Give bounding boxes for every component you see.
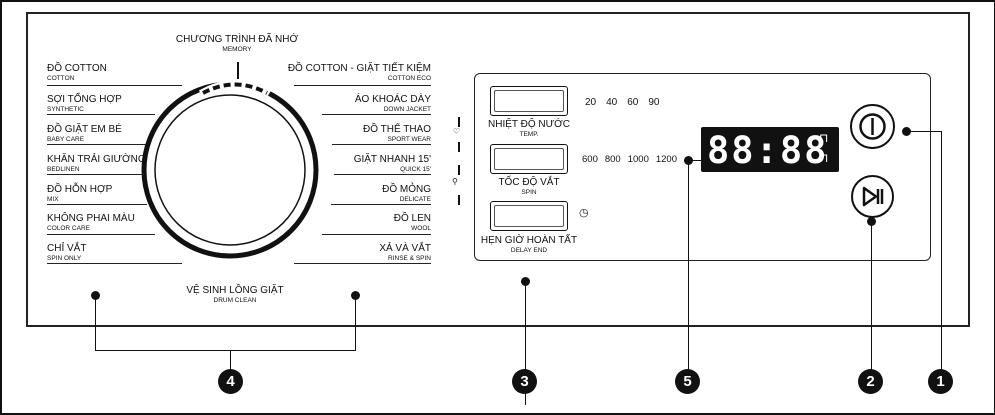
heart-icon: ♡ xyxy=(453,127,461,136)
spin-option: 600 xyxy=(582,154,598,165)
indicator-mark xyxy=(458,117,460,127)
power-icon xyxy=(859,113,886,140)
drum-clean-label: VỆ SINH LỒNG GIẶT DRUM CLEAN xyxy=(186,285,284,304)
spin-option: 1200 xyxy=(655,154,677,165)
program-line xyxy=(47,263,182,264)
temp-button[interactable] xyxy=(490,86,568,116)
delay-end-button[interactable] xyxy=(490,201,568,231)
program-dial[interactable] xyxy=(140,70,320,270)
leader-line-3 xyxy=(525,281,526,405)
leader-line-1 xyxy=(941,131,942,371)
power-button[interactable] xyxy=(850,104,895,149)
spin-option: 1000 xyxy=(627,154,649,165)
start-pause-button[interactable] xyxy=(851,175,894,218)
indicator-mark xyxy=(458,165,460,175)
program-line xyxy=(47,174,144,175)
program-line xyxy=(47,85,182,86)
program-quick-15: GIẶT NHANH 15'QUICK 15' xyxy=(353,154,431,173)
leader-line-4 xyxy=(95,295,96,351)
indicator-mark xyxy=(458,195,460,205)
program-line xyxy=(331,204,431,205)
memory-indicator xyxy=(198,80,272,98)
program-line xyxy=(47,114,155,115)
leader-line-2 xyxy=(871,221,872,371)
leader-line-1 xyxy=(907,131,942,132)
leader-line-4 xyxy=(95,350,356,351)
digital-display: 88:88 ⊓ ⊓ xyxy=(701,127,839,172)
leader-line-5 xyxy=(688,160,689,371)
leader-line-4 xyxy=(355,295,356,351)
callout-dot-1 xyxy=(902,127,911,136)
spin-button[interactable] xyxy=(490,144,568,174)
display-digits: 88:88 xyxy=(707,129,829,172)
program-line xyxy=(322,234,431,235)
temp-options: 20 40 60 90 xyxy=(585,97,670,108)
temp-option: 20 xyxy=(585,97,597,108)
indicator-mark xyxy=(458,142,460,152)
program-line xyxy=(47,144,146,145)
play-pause-icon xyxy=(862,186,884,207)
program-line xyxy=(47,234,155,235)
program-line xyxy=(294,85,431,86)
spin-option: 800 xyxy=(604,154,621,165)
temp-option: 60 xyxy=(627,97,639,108)
temp-option: 40 xyxy=(606,97,618,108)
callout-badge-5: 5 xyxy=(675,369,700,394)
leader-line-4 xyxy=(230,350,231,371)
child-lock-icon: ⊓ xyxy=(819,151,829,165)
dial-inner-ring xyxy=(154,94,306,246)
control-panel xyxy=(26,12,970,327)
program-line xyxy=(334,174,431,175)
option-panel xyxy=(474,73,931,261)
person-icon: ⚲ xyxy=(452,177,458,186)
memory-label: CHƯƠNG TRÌNH ĐÃ NHỚ MEMORY xyxy=(175,34,299,53)
lock-icon: ⊓ xyxy=(819,131,829,145)
temp-option: 90 xyxy=(648,97,660,108)
program-line xyxy=(294,263,431,264)
program-line xyxy=(322,114,431,115)
memory-pointer xyxy=(237,62,239,79)
callout-badge-2: 2 xyxy=(858,369,883,394)
leader-line-5 xyxy=(688,160,702,161)
program-line xyxy=(47,204,147,205)
callout-badge-4: 4 xyxy=(218,369,243,394)
callout-badge-3: 3 xyxy=(512,369,537,394)
program-line xyxy=(332,144,431,145)
callout-badge-1: 1 xyxy=(928,369,953,394)
clock-icon: ◷ xyxy=(579,207,589,219)
spin-options: 600 800 1000 1200 xyxy=(582,154,687,165)
